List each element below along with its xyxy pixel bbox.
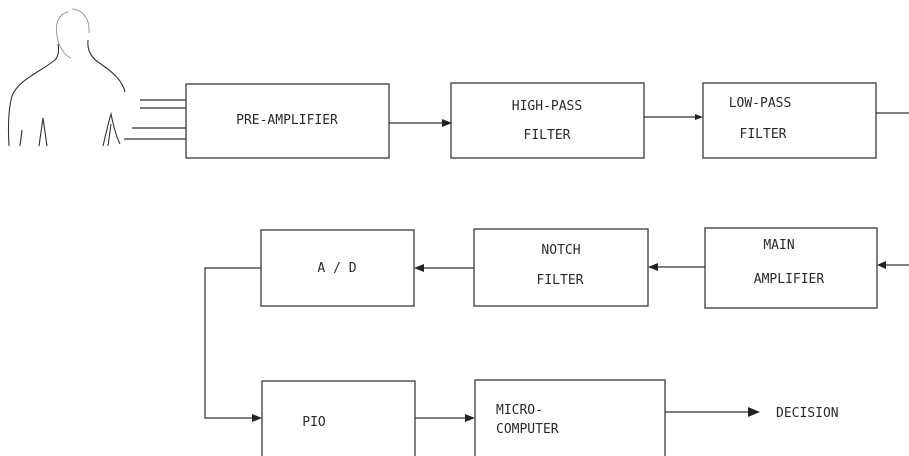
low-pass-filter-block: LOW-PASS FILTER [703, 83, 876, 158]
pio-block: PIO [262, 381, 415, 456]
main-amplifier-label-line2: AMPLIFIER [754, 272, 825, 287]
high-pass-label-line2: FILTER [524, 128, 571, 143]
arrowhead-icon [877, 261, 886, 269]
pre-amplifier-label: PRE-AMPLIFIER [236, 113, 338, 128]
low-pass-label-line1: LOW-PASS [729, 96, 792, 111]
ad-converter-label: A / D [317, 261, 356, 276]
low-pass-label-line2: FILTER [740, 127, 787, 142]
high-pass-filter-block: HIGH-PASS FILTER [451, 83, 644, 158]
arrowhead-icon [648, 263, 658, 271]
arrowhead-icon [695, 114, 703, 120]
notch-filter-label-line2: FILTER [537, 273, 584, 288]
main-amplifier-block: MAIN AMPLIFIER [705, 228, 877, 308]
arrowhead-icon [465, 414, 475, 422]
notch-filter-block: NOTCH FILTER [474, 229, 648, 306]
electrode-leads [124, 100, 186, 139]
arrowhead-icon [748, 407, 760, 417]
microcomputer-label-line2: COMPUTER [496, 422, 559, 437]
human-torso-icon [8, 9, 125, 146]
main-amplifier-label-line1: MAIN [763, 238, 794, 253]
decision-label: DECISION [776, 406, 839, 421]
ad-converter-block: A / D [261, 230, 414, 306]
microcomputer-block: MICRO- COMPUTER [475, 380, 665, 456]
arrow-ad-to-pio [205, 268, 261, 418]
pre-amplifier-block: PRE-AMPLIFIER [186, 84, 389, 158]
high-pass-label-line1: HIGH-PASS [512, 99, 582, 114]
arrowhead-icon [414, 264, 424, 272]
notch-filter-label-line1: NOTCH [541, 243, 580, 258]
microcomputer-label-line1: MICRO- [496, 403, 543, 418]
pio-label: PIO [302, 415, 326, 430]
arrowhead-icon [252, 414, 262, 422]
